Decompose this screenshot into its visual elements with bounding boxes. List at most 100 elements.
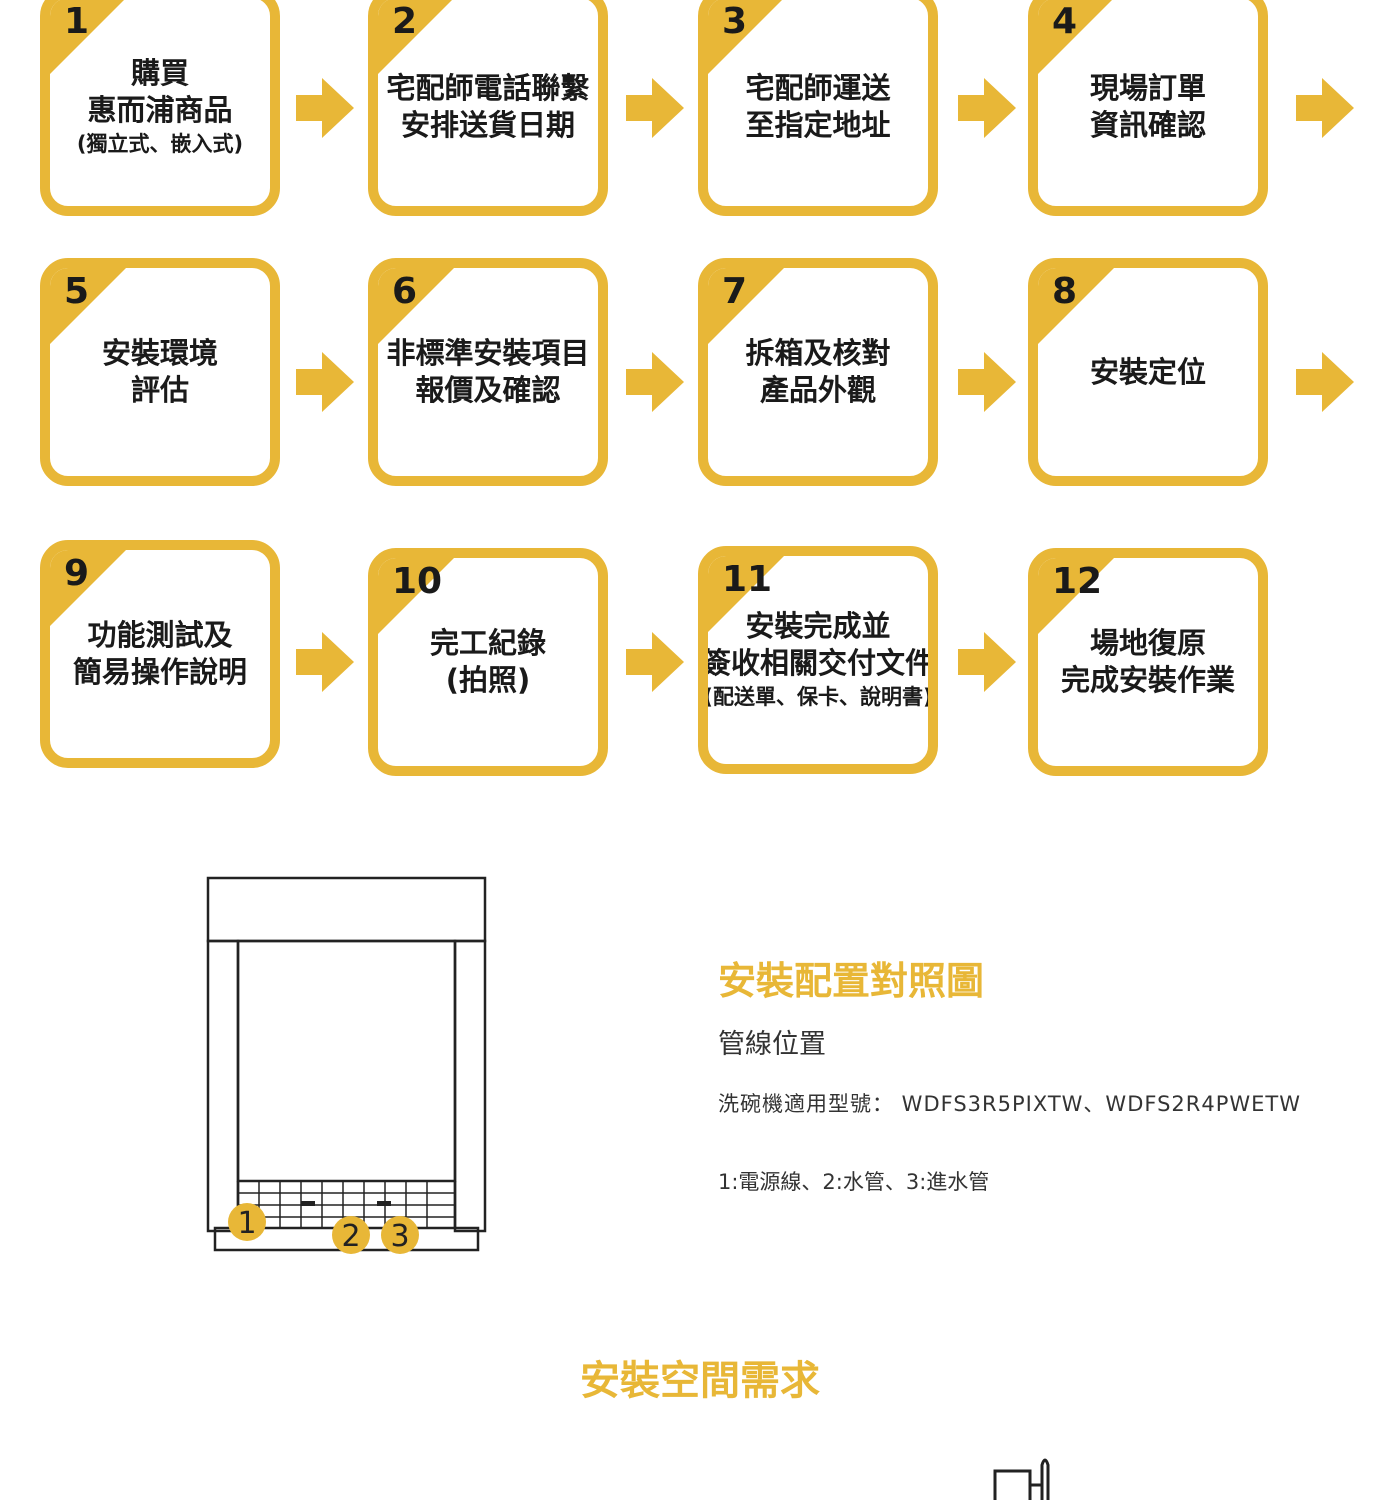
step-corner-badge [1038,558,1116,636]
step-number: 8 [1052,271,1078,312]
arrow-right-icon [626,78,684,138]
arrow-right-icon [296,352,354,412]
arrow-right-icon [626,632,684,692]
config-subtitle: 管線位置 [718,1029,826,1060]
arrow-right-icon [958,78,1016,138]
step-line: 簡易操作說明 [72,655,247,689]
step-corner-badge [50,0,128,76]
step-number: 3 [722,1,748,42]
config-title: 安裝配置對照圖 [718,959,985,1003]
step-note: (獨立式、嵌入式) [76,132,244,156]
step-note: (配送單、保卡、說明書) [703,685,933,709]
step-corner-badge [378,268,456,346]
arrow-right-icon [1296,78,1354,138]
step-line: 產品外觀 [759,373,876,407]
svg-text:3: 3 [390,1219,409,1254]
space-requirement-title: 安裝空間需求 [580,1358,820,1404]
step-text: 現場訂單資訊確認 [1038,0,1258,206]
step-line: 非標準安裝項目 [386,336,590,370]
step-card-6: 6 非標準安裝項目報價及確認 [368,258,608,486]
model-numbers: 洗碗機適用型號： WDFS3R5PIXTW、WDFS2R4PWETW [718,1092,1302,1116]
step-text: 完工紀錄(拍照) [378,558,598,766]
step-number: 9 [64,553,90,594]
step-line: 簽收相關交付文件 [702,646,935,680]
marker-2-drain-hose: 2 [332,1216,370,1254]
step-line: 資訊確認 [1089,108,1206,142]
step-line: 功能測試及 [87,618,233,652]
marker-1-power-cord: 1 [228,1203,266,1241]
step-line: 完工紀錄 [429,626,546,660]
step-text: 安裝環境評估 [50,268,270,476]
step-corner-badge [50,550,128,628]
right-cabinet-panel [453,939,487,1233]
countertop-outline [206,876,487,943]
step-corner-badge [708,268,786,346]
step-corner-badge [708,556,786,634]
step-number: 11 [722,559,773,600]
arrow-right-icon [958,632,1016,692]
arrow-right-icon [296,78,354,138]
step-card-8: 8 安裝定位 [1028,258,1268,486]
step-line: 宅配師運送 [745,71,891,105]
step-corner-badge [1038,268,1116,346]
arrow-right-icon [958,352,1016,412]
left-cabinet-panel [206,939,240,1233]
step-corner-badge [1038,0,1116,76]
step-line: 安裝完成並 [745,609,891,643]
dishwasher-door [236,939,457,1183]
step-number: 1 [64,1,90,42]
step-text: 宅配師電話聯繫安排送貨日期 [378,0,598,206]
step-line: 安裝定位 [1089,354,1206,389]
step-line: 宅配師電話聯繫 [386,71,590,105]
step-text: 宅配師運送至指定地址 [708,0,928,206]
step-line: 惠而浦商品 [87,93,233,127]
arrow-right-icon [626,352,684,412]
step-number: 12 [1052,561,1103,602]
step-line: 報價及確認 [415,373,561,407]
step-corner-badge [378,558,456,636]
step-line: 至指定地址 [745,108,891,142]
step-line: 場地復原 [1089,626,1206,660]
step-number: 7 [722,271,748,312]
step-text: 購買惠而浦商品 (獨立式、嵌入式) [50,0,270,206]
step-number: 5 [64,271,90,312]
step-number: 2 [392,1,418,42]
arrow-right-icon [296,632,354,692]
marker-3-inlet-hose: 3 [381,1216,419,1254]
arrow-right-icon [1296,352,1354,412]
step-line: 安排送貨日期 [400,108,575,142]
dishwasher-pipe-diagram: 1 2 3 [206,876,487,1254]
step-corner-badge [378,0,456,76]
faucet-icon [993,1458,1050,1500]
step-line: 購買 [130,56,189,90]
step-text: 安裝完成並簽收相關交付文件(配送單、保卡、說明書) [708,556,928,764]
step-card-1: 1 購買惠而浦商品 (獨立式、嵌入式) [40,0,280,216]
step-number: 4 [1052,1,1078,42]
svg-text:1: 1 [237,1206,256,1241]
step-corner-badge [708,0,786,76]
svg-text:2: 2 [341,1219,360,1254]
step-line: 評估 [130,373,189,407]
step-line: 拆箱及核對 [745,336,891,370]
step-text: 場地復原完成安裝作業 [1038,558,1258,766]
step-line: (拍照) [445,663,531,697]
step-number: 6 [392,271,418,312]
step-number: 10 [392,561,443,602]
step-line: 安裝環境 [101,336,218,370]
step-text: 功能測試及簡易操作說明 [50,550,270,758]
pipe-legend: 1:電源線、2:水管、3:進水管 [718,1170,990,1194]
step-line: 完成安裝作業 [1060,663,1235,697]
step-corner-badge [50,268,128,346]
step-text: 拆箱及核對產品外觀 [708,268,928,476]
step-text: 安裝定位 [1038,268,1258,476]
